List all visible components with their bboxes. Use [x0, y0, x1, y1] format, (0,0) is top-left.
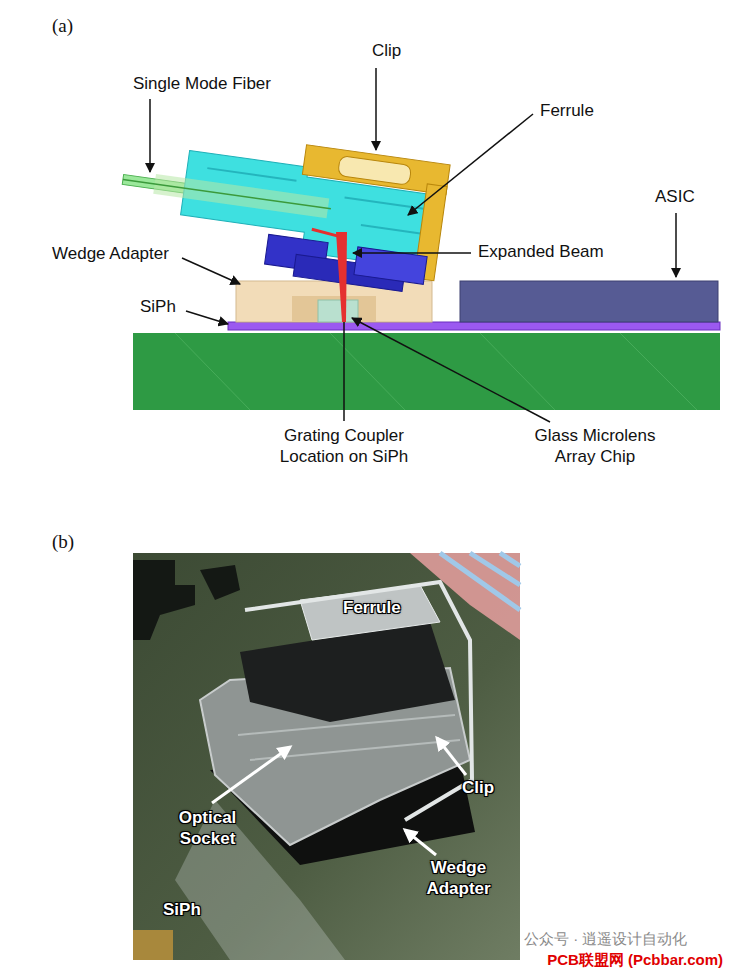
- photo-label: Optical Socket: [165, 808, 250, 849]
- pcb-board: [133, 333, 720, 410]
- fiber-ribbon: [410, 553, 520, 640]
- part-label: Wedge Adapter: [52, 244, 169, 265]
- fiber-ribbon: [440, 553, 520, 610]
- photo-shadow: [133, 560, 195, 640]
- leader-lines: [150, 68, 676, 422]
- photo-shadow: [200, 565, 240, 600]
- part-label: ASIC: [655, 187, 695, 208]
- photo-ground: [133, 553, 520, 960]
- wedge-cavity: [292, 296, 376, 322]
- photo-label: Wedge Adapter: [416, 858, 501, 899]
- leader-line: [212, 747, 290, 803]
- fiber-core: [123, 179, 331, 208]
- part-label: Single Mode Fiber: [133, 74, 271, 95]
- leader-line: [405, 830, 436, 855]
- watermark: PCB联盟网 (Pcbbar.com): [547, 951, 723, 969]
- asic-chip: [460, 281, 718, 322]
- leader-line: [343, 322, 345, 421]
- clip-window: [338, 156, 412, 186]
- part-label: Expanded Beam: [478, 242, 604, 263]
- part-label: Clip: [372, 41, 401, 62]
- leader-line: [353, 252, 471, 254]
- part-label: Grating Coupler Location on SiPh: [264, 426, 424, 467]
- panel-label: (b): [52, 530, 74, 553]
- leader-line: [408, 114, 533, 215]
- leader-line: [437, 738, 466, 775]
- beam-turn: [311, 229, 337, 236]
- photo-label: SiPh: [163, 900, 201, 921]
- photo-label: Clip: [462, 778, 494, 799]
- socket-top: [240, 622, 455, 722]
- leader-line: [149, 99, 151, 172]
- part-label: Ferrule: [540, 101, 594, 122]
- leader-line: [375, 68, 377, 150]
- cross-section: [113, 120, 720, 410]
- expanded-beam: [336, 232, 347, 322]
- board-texture: [175, 333, 697, 410]
- part-label: Glass Microlens Array Chip: [520, 426, 670, 467]
- panel-label: (a): [52, 14, 73, 37]
- leader-line: [182, 258, 240, 284]
- photo-label: Ferrule: [343, 598, 401, 619]
- leader-line: [352, 318, 550, 422]
- part-label: SiPh: [140, 297, 176, 318]
- photo-pad: [133, 930, 173, 960]
- watermark: 公众号 · 逍遥设计自动化: [524, 930, 687, 948]
- leader-line: [675, 213, 677, 277]
- leader-line: [186, 311, 228, 324]
- photo-arrows: [212, 738, 466, 855]
- connector-assembly: [113, 120, 450, 296]
- socket-detail: [238, 715, 460, 760]
- siph-layer: [228, 322, 720, 330]
- clip-photo: [245, 582, 472, 820]
- photo: [133, 553, 520, 960]
